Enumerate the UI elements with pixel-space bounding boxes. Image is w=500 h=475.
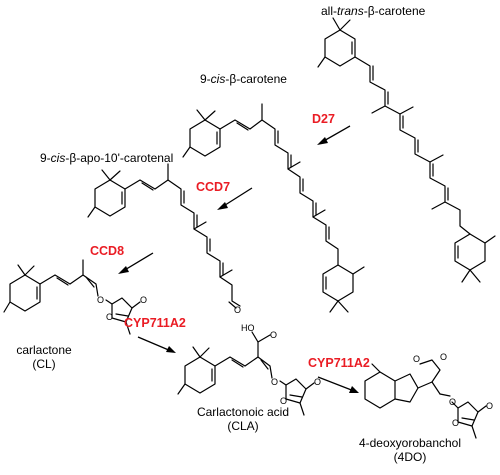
all-trans-beta-carotene-label: all-trans-β-carotene [321, 4, 426, 18]
carlactone-structure [3, 259, 141, 335]
all-trans-beta-carotene-structure [317, 17, 496, 283]
arrow-cyp711a2-2 [317, 376, 359, 393]
cla-hydroxyl-label: HO [241, 323, 255, 333]
4do-carbonyl-oxygen: O [440, 352, 447, 362]
carlactone-label: carlactone (CL) [2, 343, 86, 371]
arrow-cyp711a2-1 [137, 336, 176, 353]
carlactone-name: carlactone [16, 343, 72, 357]
4do-ring-oxygen: O [413, 354, 420, 364]
arrow-ccd8 [118, 252, 154, 274]
cla-carbonyl-oxygen: O [314, 377, 321, 387]
arrow-ccd7 [217, 187, 253, 210]
carlactone-ether-oxygen: O [97, 295, 104, 305]
4-deoxyorobanchol-abbr: (4DO) [393, 450, 427, 464]
9-cis-beta-carotene-structure [182, 103, 365, 313]
enzyme-ccd8: CCD8 [90, 244, 125, 258]
carlactonoic-acid-structure [177, 331, 315, 416]
4-deoxyorobanchol-label: 4-deoxyorobanchol (4DO) [350, 436, 470, 464]
cla-ether-oxygen: O [271, 377, 278, 387]
arrow-d27 [317, 125, 351, 145]
enzyme-d27: D27 [312, 112, 335, 126]
carlactone-carbonyl-oxygen: O [140, 295, 147, 305]
enzyme-cyp711a2-2: CYP711A2 [308, 356, 370, 370]
4do-butenolide-ring-oxygen: O [452, 418, 459, 428]
carlactone-ring-oxygen: O [106, 312, 113, 322]
carlactonoic-acid-abbr: (CLA) [227, 419, 259, 433]
4-deoxyorobanchol-structure [364, 359, 487, 439]
4do-butenolide-carbonyl-oxygen: O [486, 401, 493, 411]
4do-ether-oxygen: O [449, 397, 456, 407]
9-cis-beta-apo-carotenal-structure [87, 163, 241, 309]
enzyme-cyp711a2-1: CYP711A2 [124, 316, 186, 330]
carlactonoic-acid-name: Carlactonoic acid [196, 405, 290, 419]
carlactonoic-acid-label: Carlactonoic acid (CLA) [188, 405, 298, 433]
9-cis-beta-apo-carotenal-label: 9-cis-β-apo-10'-carotenal [40, 151, 174, 165]
carbonyl-oxygen-label: O [234, 305, 241, 315]
carlactone-abbr: (CL) [32, 357, 56, 371]
enzyme-ccd7: CCD7 [196, 180, 231, 194]
4-deoxyorobanchol-name: 4-deoxyorobanchol [358, 436, 462, 450]
cla-ring-oxygen: O [280, 396, 287, 406]
cla-acid-oxygen: O [270, 330, 277, 340]
9-cis-beta-carotene-label: 9-cis-β-carotene [200, 72, 287, 86]
